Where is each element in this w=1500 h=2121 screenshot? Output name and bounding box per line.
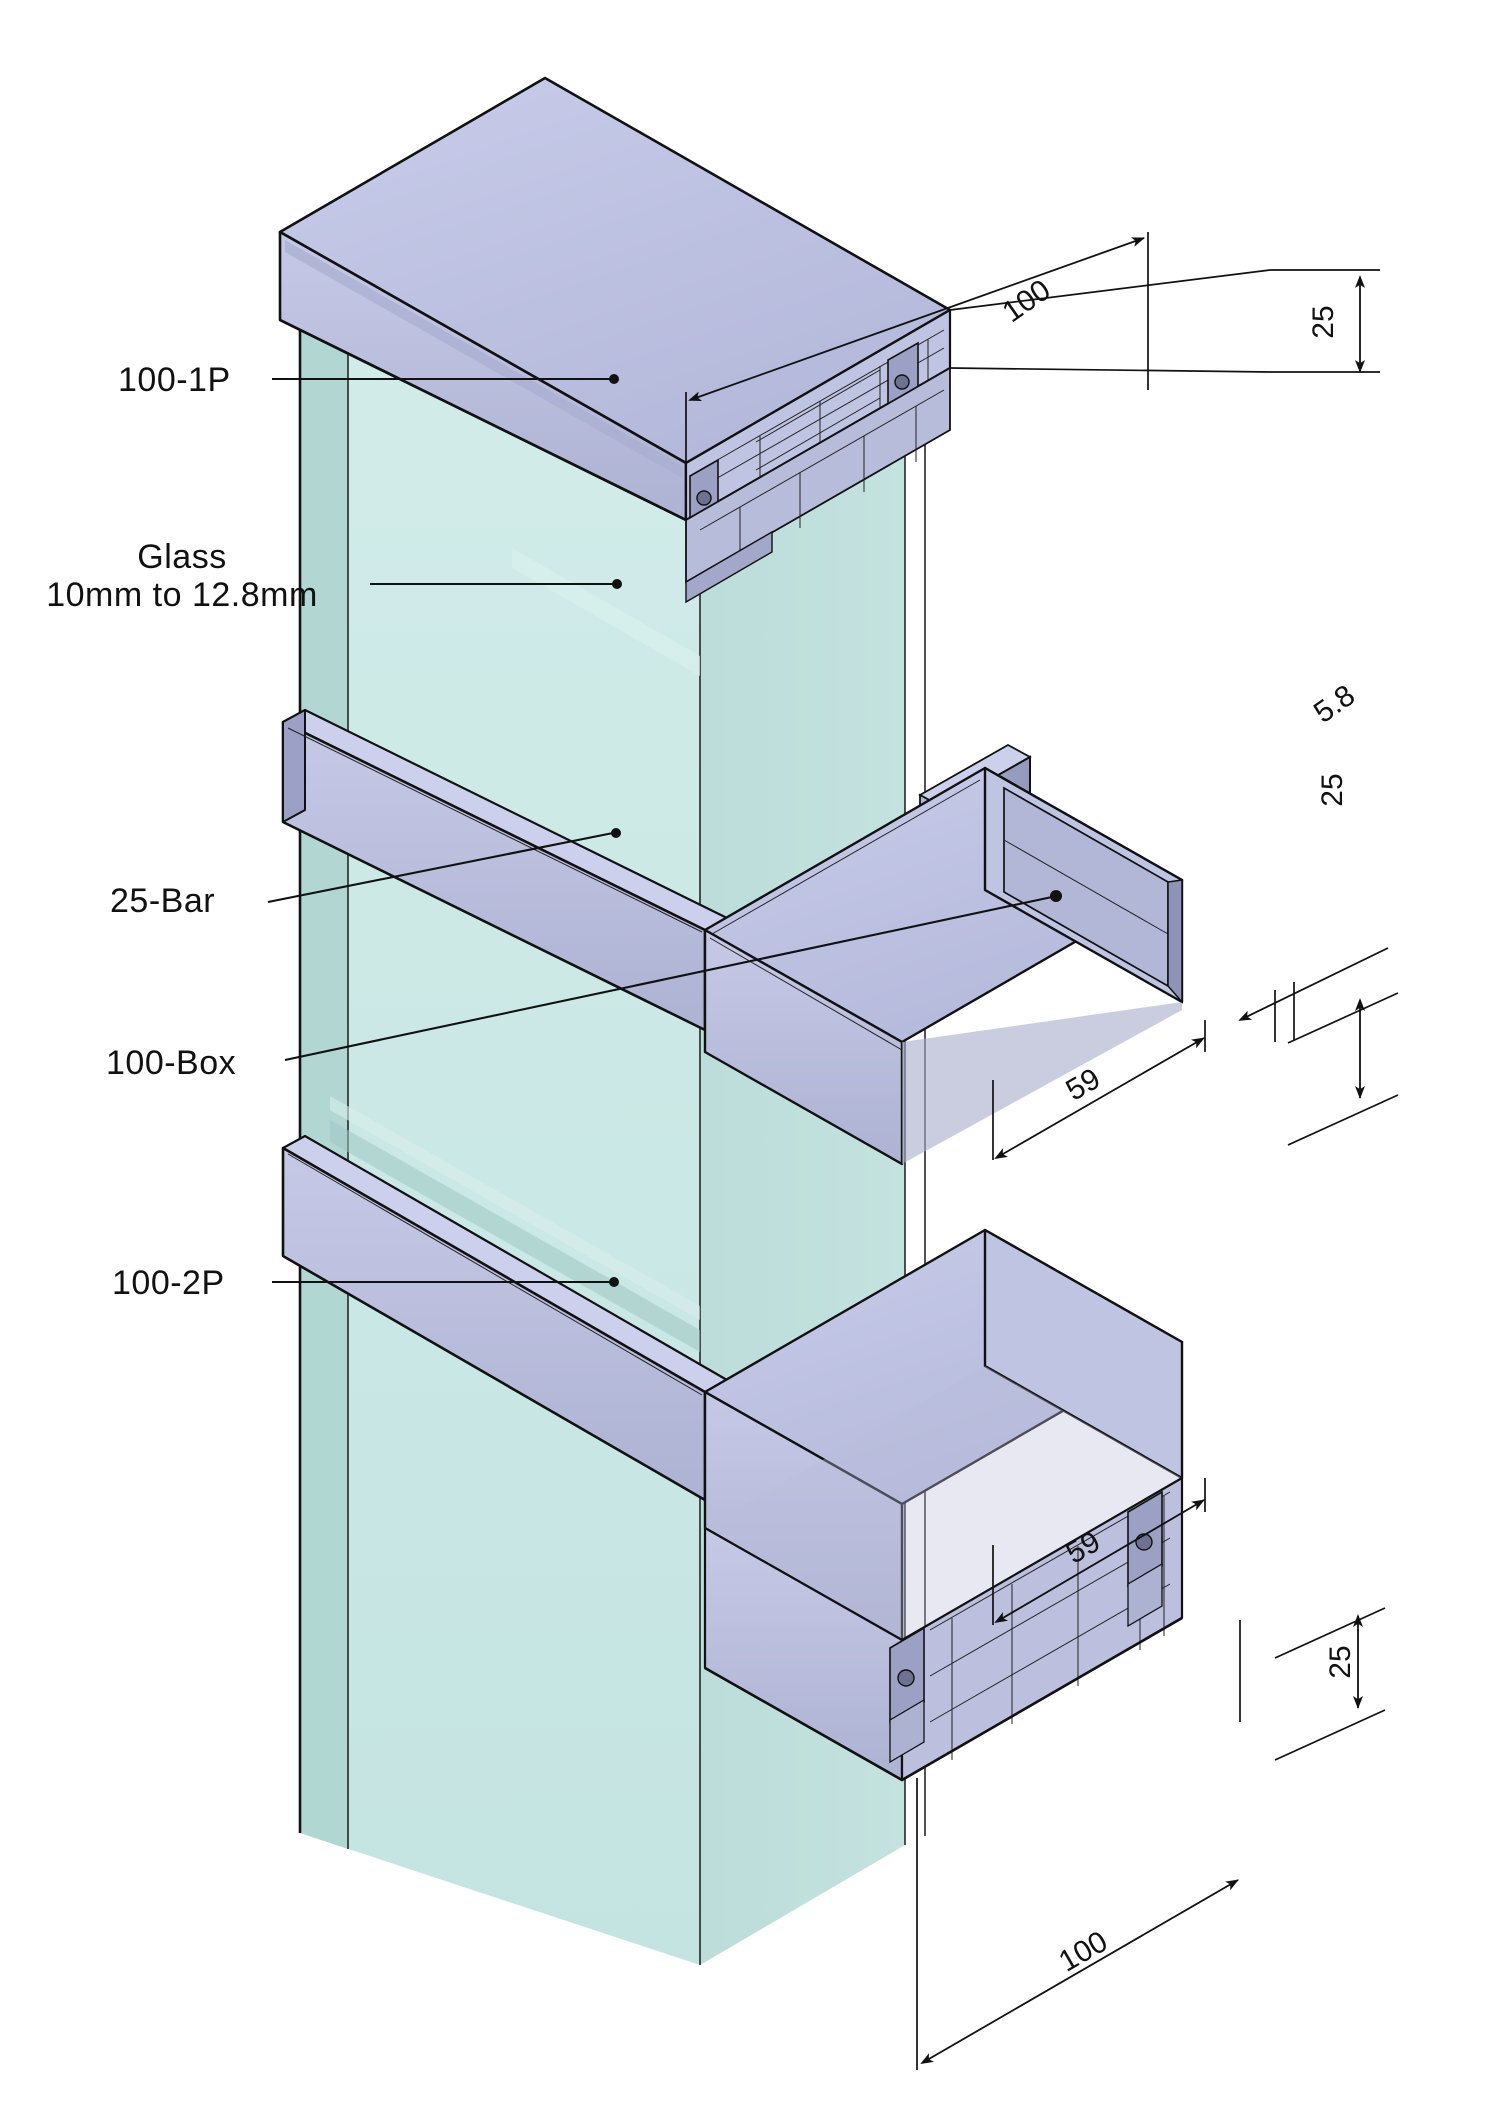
box-top-crease [711, 779, 981, 935]
callout-100-Box-label: 100-Box [106, 1044, 236, 1082]
box-front-crease [709, 937, 903, 1051]
callout-25-Bar[interactable]: 25-Bar [110, 828, 621, 920]
dim-label-25-top-right: 25 [1307, 305, 1340, 338]
dim-label-25-bar: 25 [1316, 773, 1349, 806]
callout-glass-label-line2: 10mm to 12.8mm [46, 576, 318, 614]
callout-glass-dot [612, 579, 622, 589]
callout-100-Box-dot [1050, 890, 1062, 902]
bar-left-end-face [282, 709, 306, 823]
callout-100-2P-dot [609, 1277, 619, 1287]
callout-25-Bar-label: 25-Bar [110, 882, 215, 920]
glass-left-edge-strip [300, 318, 348, 1849]
callout-25-Bar-leader [267, 831, 614, 904]
dim-label-25-sill: 25 [1324, 1645, 1357, 1678]
sill-bottom-outline [704, 1616, 1183, 1782]
callout-100-Box[interactable]: 100-Box [106, 890, 1062, 1082]
callout-100-2P[interactable]: 100-2P [112, 1264, 619, 1302]
callout-100-Box-leader [284, 895, 1053, 1062]
dimension-25-bar: 25 [1287, 773, 1399, 1146]
head-bottom-edge [279, 318, 687, 522]
sill-front-crease [287, 1153, 703, 1396]
dimension-25-top-right: 25 [949, 269, 1380, 373]
box-bottom-face [902, 1002, 1182, 1164]
head-section-depth [685, 366, 951, 604]
dimension-5-8: 5.8 [1238, 679, 1389, 1042]
head-front-highlight [285, 240, 682, 478]
box-inner-divider [1003, 839, 1169, 935]
callout-100-1P-dot [609, 374, 619, 384]
bar-top-crease [287, 727, 703, 933]
callout-100-1P[interactable]: 100-1P [118, 361, 619, 399]
callout-100-2P-label: 100-2P [112, 1264, 225, 1302]
glass-reflection-highlights [330, 548, 700, 1352]
sill-base-top [705, 1366, 1182, 1640]
box-right-strip [1167, 879, 1183, 1004]
glass-front-face [300, 318, 700, 1965]
dim-label-5-8: 5.8 [1308, 679, 1361, 730]
dimension-25-sill: 25 [1274, 1607, 1386, 1761]
callout-glass[interactable]: Glass 10mm to 12.8mm [46, 538, 622, 614]
callout-100-1P-label: 100-1P [118, 361, 231, 399]
part-100-2P [281, 1134, 1184, 1782]
callout-glass-label-line1: Glass [137, 538, 226, 576]
callout-25-Bar-dot [611, 828, 621, 838]
dim-label-100-bottom: 100 [1053, 1925, 1113, 1979]
